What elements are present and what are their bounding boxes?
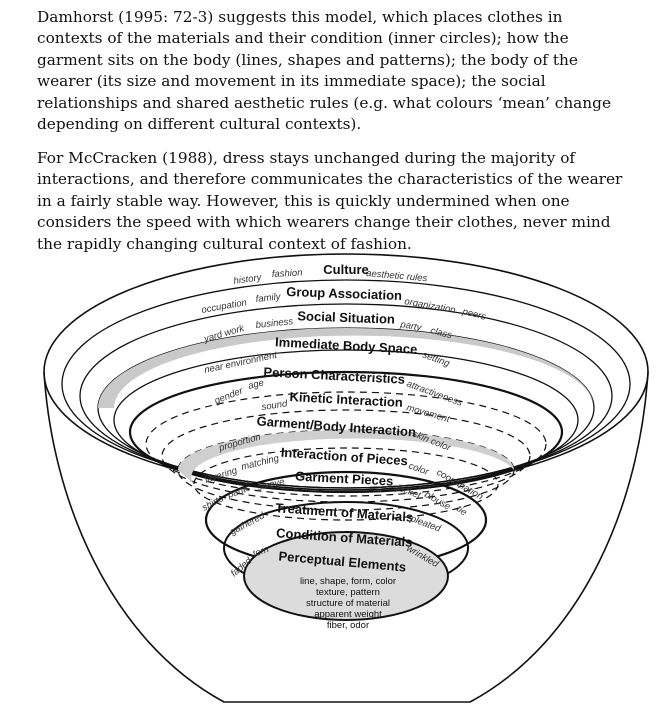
label-age: age [247, 377, 265, 392]
label-history: history [233, 272, 263, 287]
ring-title-treatment-of-materials: Treatment of Materials [275, 500, 414, 525]
label-sound: sound [261, 398, 289, 413]
label-shirts: shirts [200, 493, 225, 513]
label-pleated: pleated [408, 513, 443, 535]
ring-title-culture: Culture [323, 262, 369, 277]
ring-title-kinetic-interaction: Kinetic Interaction [289, 389, 403, 410]
label-pants: pants [225, 482, 252, 501]
label-torn: torn [251, 544, 270, 560]
paragraph-mccracken: For McCracken (1988), dress stays unchan… [37, 149, 623, 253]
ring-title-group-association: Group Association [286, 284, 402, 303]
ring-title-social-situation: Social Situation [297, 308, 395, 326]
diagram-ring-outlines [43, 253, 649, 703]
label-gathered: gathered [228, 510, 267, 538]
label-matching: matching [240, 453, 281, 473]
core-line-3: structure of material [306, 598, 390, 609]
label-proportion: proportion [217, 432, 262, 455]
label-color: color [407, 460, 431, 478]
label-family: family [255, 291, 282, 305]
label-fashion: fashion [272, 267, 303, 280]
label-class: class [429, 325, 453, 341]
core-line-2: texture, pattern [316, 587, 380, 598]
label-party: party [398, 319, 423, 334]
core-line-1: line, shape, form, color [300, 576, 396, 587]
label-occupation: occupation [201, 297, 248, 316]
paragraph-damhorst: Damhorst (1995: 72-3) suggests this mode… [37, 8, 611, 134]
ring-title-garment-pieces: Garment Pieces [295, 468, 394, 488]
core-line-4: apparent weight [314, 609, 382, 620]
label-aesthetic-rules: aesthetic rules [366, 268, 428, 284]
label-peers: peers [460, 306, 487, 323]
ring-title-person-characteristics: Person Characteristics [263, 364, 405, 386]
label-organization: organization [403, 296, 456, 316]
label-gender: gender [213, 385, 245, 407]
ring-title-interaction-of-pieces: Interaction of Pieces [280, 445, 408, 469]
label-movement: movement [405, 402, 451, 425]
label-business: business [255, 316, 294, 331]
label-blouse: blouse [423, 489, 453, 513]
label-setting: setting [421, 349, 452, 369]
core-line-5: fiber, odor [327, 620, 369, 631]
ring-title-immediate-body-space: Immediate Body Space [275, 334, 418, 356]
